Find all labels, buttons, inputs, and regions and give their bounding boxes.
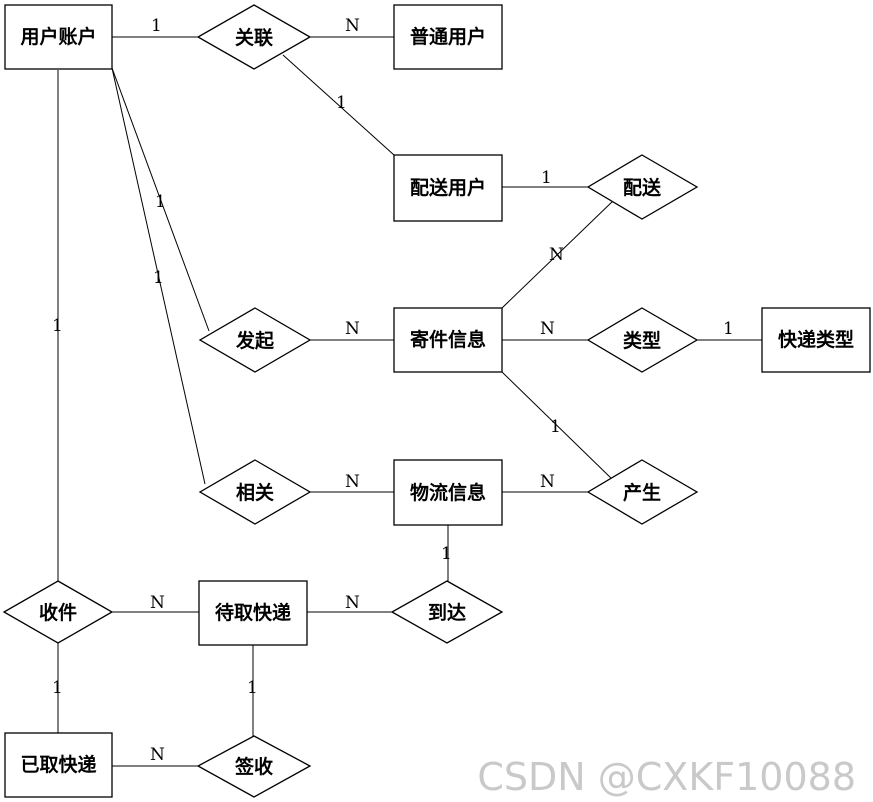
- entity-label: 待取快递: [215, 601, 291, 624]
- entity-label: 快递类型: [778, 328, 854, 351]
- relationship-deliver: 配送: [586, 154, 699, 220]
- entity-delivery-user: 配送用户: [393, 154, 503, 222]
- relationship-produce: 产生: [586, 459, 699, 525]
- entity-mail-info: 寄件信息: [393, 307, 503, 373]
- cardinality-label: N: [345, 472, 360, 492]
- relationship-label: 配送: [623, 176, 662, 199]
- entity-label: 物流信息: [410, 481, 486, 504]
- cardinality-label: 1: [52, 316, 63, 336]
- relationship-label: 发起: [235, 329, 275, 352]
- entity-user-account: 用户账户: [4, 4, 113, 70]
- relationship-receive: 收件: [2, 580, 114, 644]
- edge-ua-related: [111, 67, 206, 485]
- entity-label: 配送用户: [410, 176, 486, 199]
- edge-mail-produce: [501, 371, 614, 481]
- cardinality-label: 1: [52, 678, 63, 698]
- edge-ua-initiate: [111, 67, 210, 332]
- entity-label: 已取快递: [20, 753, 96, 776]
- cardinality-label: 1: [336, 93, 347, 113]
- relationship-label: 到达: [428, 601, 466, 624]
- edge-deliver-mail: [501, 199, 615, 309]
- cardinality-label: 1: [550, 417, 561, 437]
- relationship-label: 关联: [235, 26, 273, 49]
- cardinalities: 1 N 1 1 N 1 N N 1 1 N 1 N 1 N 1 N 1 1 N: [52, 16, 734, 765]
- entity-label: 寄件信息: [410, 328, 486, 351]
- cardinality-label: 1: [151, 16, 162, 36]
- entity-taken-express: 已取快递: [4, 732, 113, 798]
- entity-label: 普通用户: [410, 25, 486, 48]
- relationship-sign: 签收: [196, 735, 312, 798]
- relationship-label: 类型: [623, 329, 661, 352]
- cardinality-label: 1: [541, 168, 552, 188]
- entity-logistics-info: 物流信息: [393, 459, 503, 526]
- cardinality-label: 1: [723, 319, 734, 339]
- cardinality-label: N: [540, 472, 555, 492]
- relationship-label: 收件: [39, 601, 77, 624]
- edge-associate-delivery: [282, 54, 395, 156]
- cardinality-label: N: [345, 319, 360, 339]
- cardinality-label: N: [345, 16, 360, 36]
- relationship-arrive: 到达: [390, 580, 504, 644]
- entity-label: 用户账户: [20, 25, 96, 48]
- cardinality-label: N: [150, 593, 165, 613]
- edges: [57, 36, 762, 767]
- relationship-label: 相关: [236, 481, 274, 504]
- cardinality-label: 1: [155, 192, 166, 212]
- cardinality-label: N: [549, 245, 564, 265]
- cardinality-label: N: [150, 745, 165, 765]
- cardinality-label: N: [345, 593, 360, 613]
- cardinality-label: 1: [247, 678, 258, 698]
- cardinality-label: 1: [441, 544, 452, 564]
- cardinality-label: 1: [153, 268, 164, 288]
- relationship-related: 相关: [198, 459, 312, 525]
- relationship-label: 产生: [623, 481, 661, 504]
- relationship-type: 类型: [586, 307, 699, 373]
- relationship-label: 签收: [234, 755, 273, 778]
- entity-normal-user: 普通用户: [393, 4, 503, 70]
- cardinality-label: N: [540, 319, 555, 339]
- watermark: CSDN @CXKF10088: [477, 755, 856, 799]
- relationship-initiate: 发起: [198, 307, 312, 373]
- entity-pending-express: 待取快递: [198, 580, 308, 646]
- relationship-associate: 关联: [196, 4, 312, 70]
- entity-express-type: 快递类型: [761, 307, 871, 373]
